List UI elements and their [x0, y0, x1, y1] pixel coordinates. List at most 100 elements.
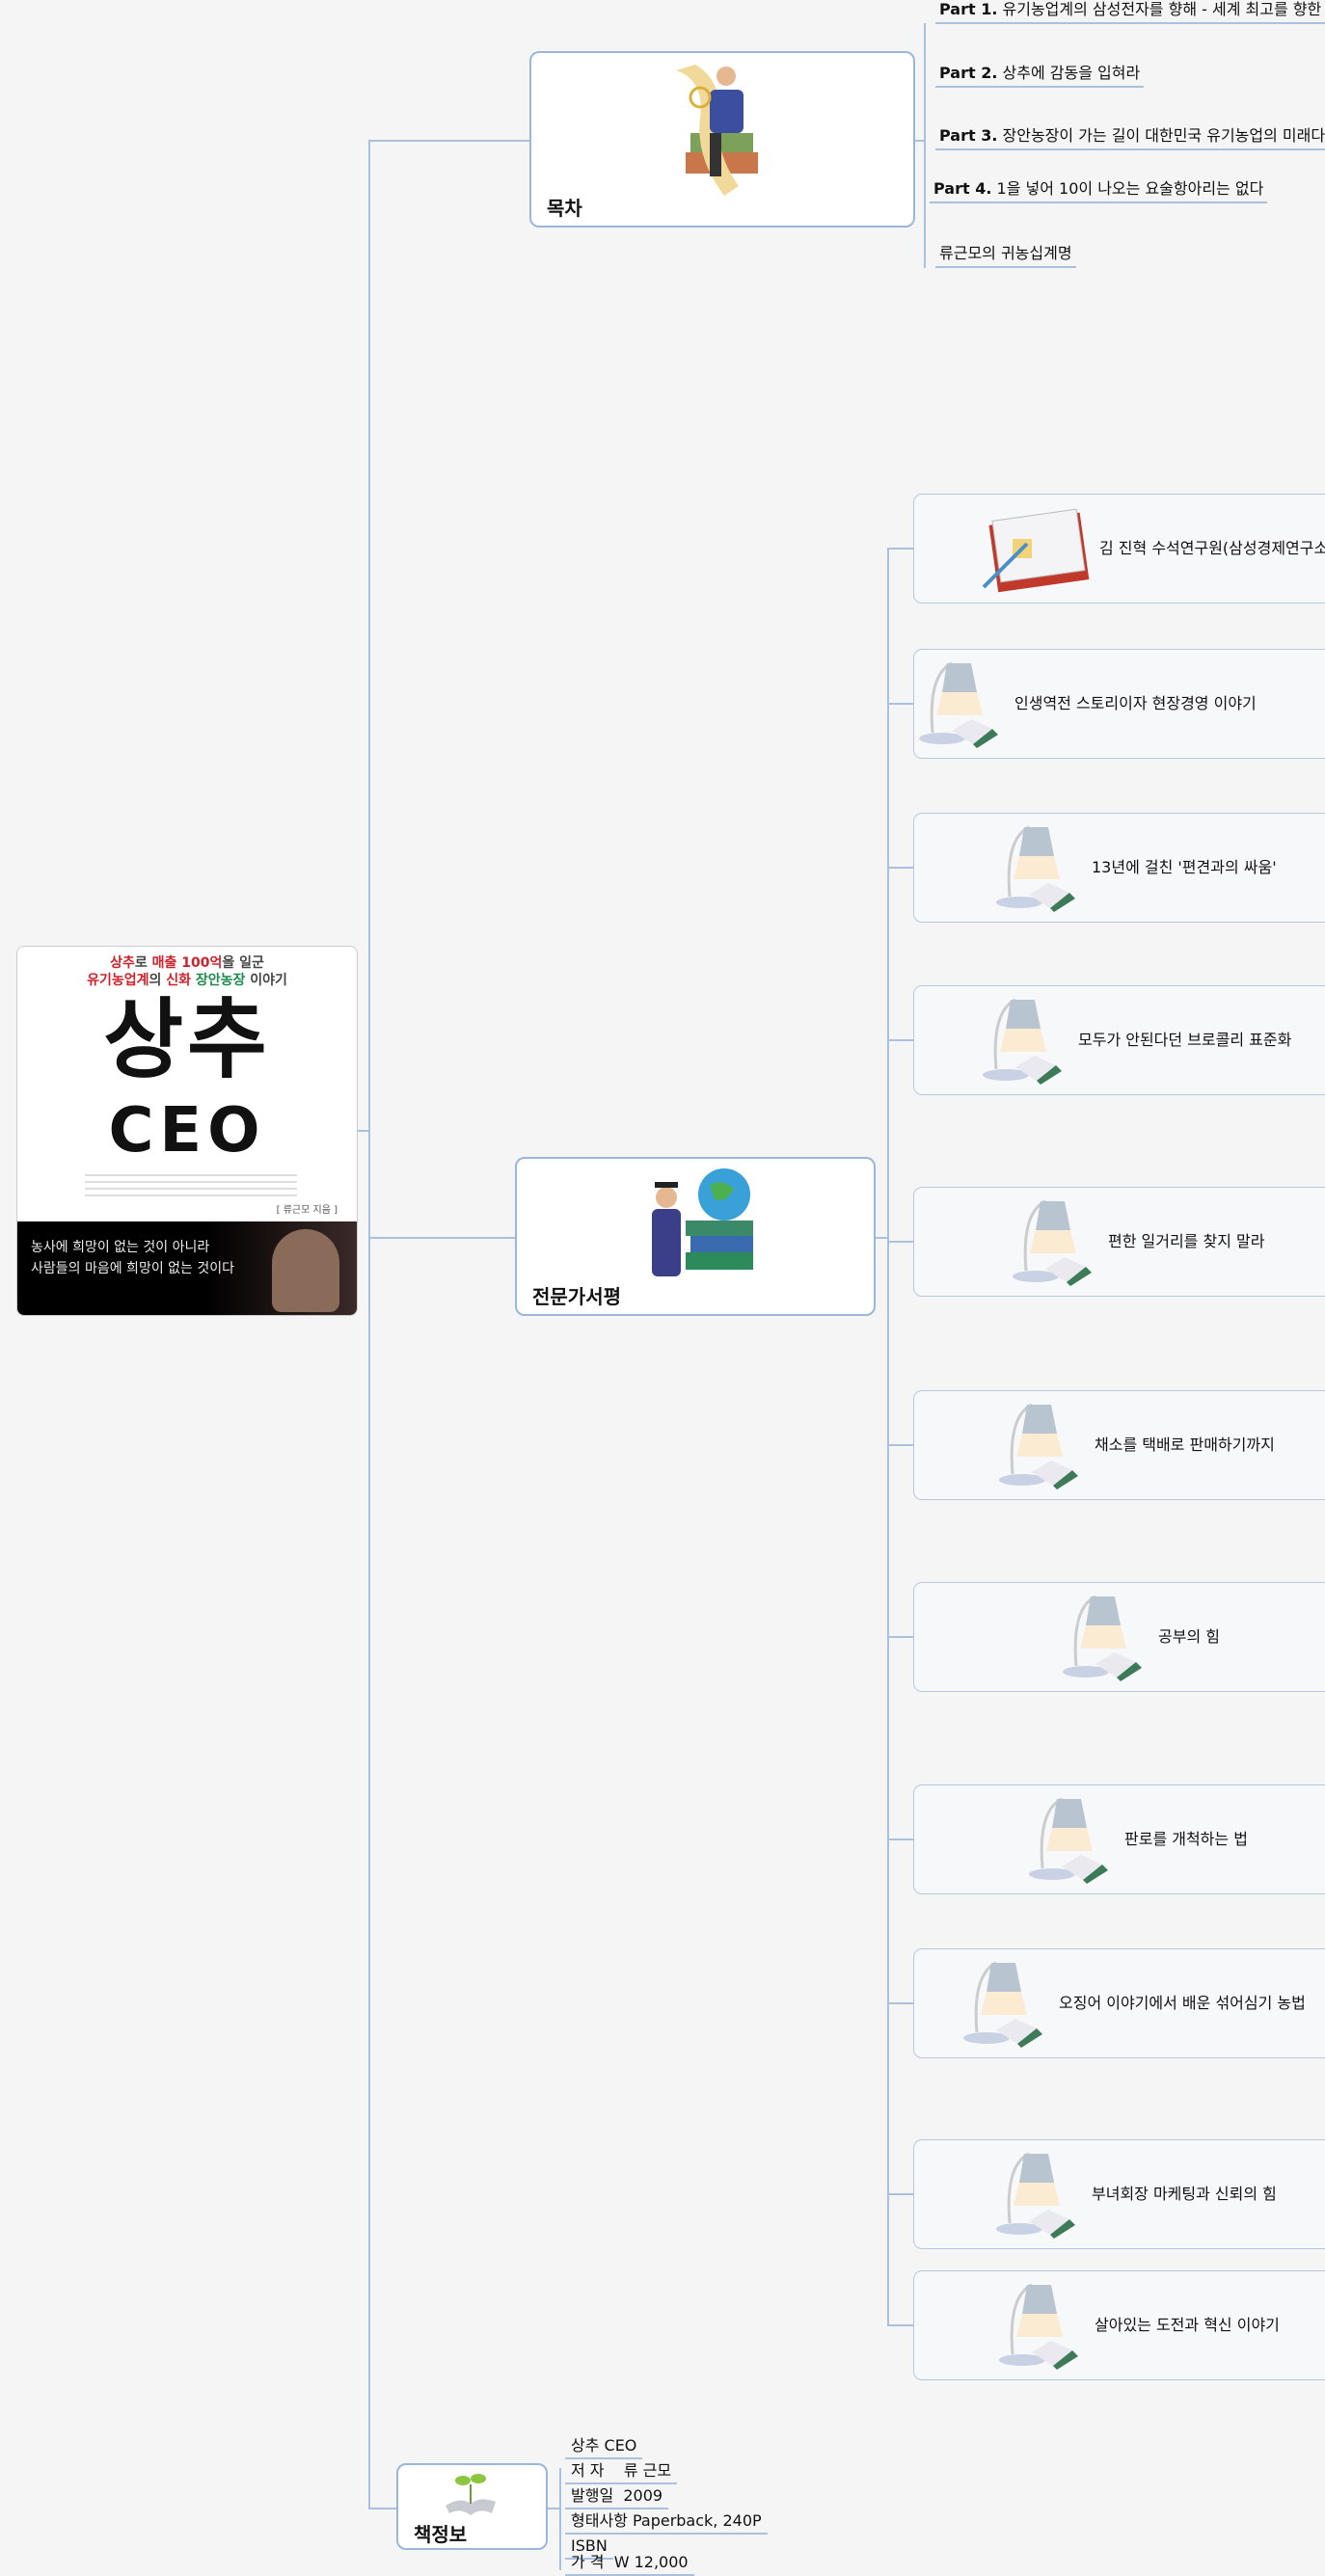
toc-connector — [368, 140, 530, 142]
review-item-connector — [887, 1636, 914, 1638]
cover-quote: 사람들의 마음에 희망이 없는 것이다 — [31, 1261, 234, 1276]
review-item-text: 김 진혁 수석연구원(삼성경제연구소) — [1099, 539, 1325, 557]
toc-item-text: 유기농업계의 삼성전자를 향해 - 세계 최고를 향한 — [1002, 0, 1322, 18]
review-item-text: 공부의 힘 — [1158, 1627, 1220, 1646]
cover-tagline: 장안농장 — [195, 973, 246, 988]
review-item-connector — [887, 2193, 914, 2195]
desk-lamp-book-icon — [996, 2152, 1075, 2239]
desk-lamp-book-icon — [1029, 1797, 1108, 1884]
planner-notebook-icon — [982, 508, 1090, 593]
review-item[interactable]: 부녀회장 마케팅과 신뢰의 힘 — [913, 2139, 1325, 2249]
info-branch-connector — [548, 2508, 560, 2509]
toc-node-title: 목차 — [547, 197, 582, 220]
desk-lamp-book-icon — [999, 2283, 1078, 2370]
toc-node[interactable]: 목차 — [529, 51, 915, 228]
info-branch-line — [559, 2468, 561, 2570]
review-item[interactable]: 판로를 개척하는 법 — [913, 1784, 1325, 1894]
cover-quote-band: 농사에 희망이 없는 것이 아니라 사람들의 마음에 희망이 없는 것이다 — [17, 1221, 357, 1315]
review-item-text: 오징어 이야기에서 배운 섞어심기 농법 — [1059, 1994, 1306, 2012]
cover-tagline: 을 일군 — [222, 955, 264, 971]
info-item-author[interactable]: 저 자 류 근모 — [565, 2461, 678, 2484]
cover-tagline: 이야기 — [245, 973, 287, 988]
info-connector — [368, 2508, 397, 2509]
review-item-text: 모두가 안된다던 브로콜리 표준화 — [1078, 1031, 1292, 1049]
review-item[interactable]: 모두가 안된다던 브로콜리 표준화 — [913, 985, 1325, 1095]
desk-lamp-book-icon — [919, 661, 998, 748]
review-item-connector — [887, 2002, 914, 2004]
cover-title: 상추 — [103, 988, 271, 1090]
cover-blurb — [85, 1174, 297, 1201]
review-item[interactable]: 13년에 걸친 '편견과의 싸움' — [913, 813, 1325, 923]
toc-item[interactable]: Part 2. 상추에 감동을 입혀라 — [935, 64, 1145, 88]
cover-author: [ 류근모 지음 ] — [276, 1205, 338, 1216]
toc-item-text: 1을 넣어 10이 나오는 요술항아리는 없다 — [996, 179, 1264, 198]
review-item[interactable]: 오징어 이야기에서 배운 섞어심기 농법 — [913, 1948, 1325, 2058]
toc-item[interactable]: Part 1. 유기농업계의 삼성전자를 향해 - 세계 최고를 향한 — [935, 0, 1325, 24]
toc-item-text: 장안농장이 가는 길이 대한민국 유기농업의 미래다 — [1002, 126, 1325, 145]
review-branch-connector — [876, 1237, 888, 1239]
author-photo — [272, 1229, 339, 1312]
desk-lamp-book-icon — [1063, 1595, 1142, 1681]
toc-branch-line — [924, 23, 926, 268]
main-branch-line — [368, 140, 370, 2509]
review-item[interactable]: 살아있는 도전과 혁신 이야기 — [913, 2270, 1325, 2380]
toc-branch-connector — [915, 140, 925, 142]
review-item-connector — [887, 703, 914, 705]
info-node[interactable]: 책정보 — [396, 2463, 548, 2550]
review-node-title: 전문가서평 — [532, 1285, 621, 1308]
review-item[interactable]: 공부의 힘 — [913, 1582, 1325, 1692]
review-item-connector — [887, 867, 914, 869]
review-item-connector — [887, 548, 914, 550]
cover-title-ceo: CEO — [108, 1095, 266, 1167]
toc-part-label: Part 3. — [939, 126, 998, 145]
desk-lamp-book-icon — [996, 825, 1075, 912]
review-connector — [368, 1237, 515, 1239]
cover-tagline: 로 — [134, 955, 152, 971]
review-item[interactable]: 편한 일거리를 찾지 말라 — [913, 1187, 1325, 1297]
toc-part-label: Part 1. — [939, 0, 998, 18]
review-item-text: 부녀회장 마케팅과 신뢰의 힘 — [1092, 2185, 1277, 2203]
info-item-format[interactable]: 형태사항 Paperback, 240P — [565, 2511, 768, 2535]
cover-connector — [358, 1130, 369, 1132]
review-item-text: 인생역전 스토리이자 현장경영 이야기 — [1014, 694, 1257, 712]
review-node[interactable]: 전문가서평 — [515, 1157, 876, 1316]
review-item-connector — [887, 1241, 914, 1243]
toc-item[interactable]: 류근모의 귀농십계명 — [935, 244, 1076, 268]
graduate-globe-books-icon — [652, 1168, 753, 1276]
desk-lamp-book-icon — [999, 1403, 1078, 1489]
review-item-text: 13년에 걸친 '편견과의 싸움' — [1092, 858, 1277, 876]
review-item-text: 편한 일거리를 찾지 말라 — [1108, 1232, 1265, 1250]
review-item-connector — [887, 1039, 914, 1041]
toc-item-text: 상추에 감동을 입혀라 — [1002, 64, 1141, 82]
cover-tagline: 의 — [149, 973, 167, 988]
desk-lamp-book-icon — [983, 998, 1062, 1085]
desk-lamp-book-icon — [963, 1961, 1042, 2048]
review-item[interactable]: 김 진혁 수석연구원(삼성경제연구소) — [913, 494, 1325, 604]
review-item[interactable]: 채소를 택배로 판매하기까지 — [913, 1390, 1325, 1500]
toc-part-label: Part 4. — [933, 179, 992, 198]
cover-tagline: 매출 100억 — [151, 955, 223, 971]
toc-item-text: 류근모의 귀농십계명 — [939, 244, 1072, 262]
info-item-date[interactable]: 발행일 2009 — [565, 2486, 669, 2509]
toc-part-label: Part 2. — [939, 64, 998, 82]
book-cover-image: 상추로 매출 100억을 일군 유기농업계의 신화 장안농장 이야기 상추 CE… — [16, 946, 358, 1316]
info-item-isbn[interactable]: ISBN — [565, 2536, 613, 2560]
review-item-text: 채소를 택배로 판매하기까지 — [1095, 1436, 1275, 1454]
review-item-text: 살아있는 도전과 혁신 이야기 — [1095, 2316, 1280, 2334]
review-item-connector — [887, 1444, 914, 1446]
info-item-price[interactable]: 가 격 W 12,000 — [565, 2553, 694, 2576]
review-item-text: 판로를 개척하는 법 — [1124, 1830, 1248, 1848]
book-sprout-icon — [446, 2474, 496, 2515]
cover-tagline: 상추 — [110, 955, 135, 971]
review-branch-line — [887, 548, 889, 2324]
toc-item[interactable]: Part 3. 장안농장이 가는 길이 대한민국 유기농업의 미래다 — [935, 126, 1325, 150]
info-node-title: 책정보 — [414, 2523, 468, 2546]
review-item-connector — [887, 1838, 914, 1840]
cover-quote: 농사에 희망이 없는 것이 아니라 — [31, 1240, 210, 1255]
review-item-connector — [887, 2324, 914, 2326]
cover-tagline: 유기농업계 — [87, 973, 149, 988]
toc-item[interactable]: Part 4. 1을 넣어 10이 나오는 요술항아리는 없다 — [930, 179, 1268, 203]
businessman-scroll-icon — [676, 65, 758, 196]
review-item[interactable]: 인생역전 스토리이자 현장경영 이야기 — [913, 649, 1325, 759]
info-item-title[interactable]: 상추 CEO — [565, 2436, 643, 2459]
